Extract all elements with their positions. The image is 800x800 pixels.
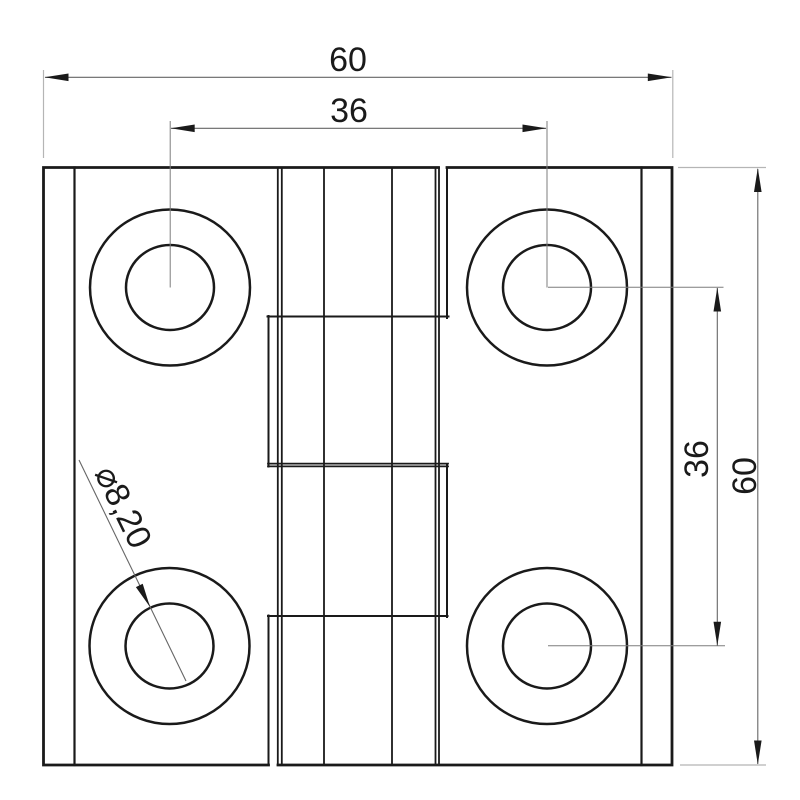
leader-arrowhead bbox=[135, 583, 150, 607]
arrowhead-bottom bbox=[713, 621, 722, 646]
arrowhead-bottom bbox=[754, 740, 762, 765]
dimension-value-width-total: 60 bbox=[329, 41, 367, 79]
arrowhead-left bbox=[170, 124, 195, 133]
arrowhead-left bbox=[44, 73, 69, 82]
arrowhead-top bbox=[754, 168, 762, 192]
leader-line bbox=[78, 459, 187, 682]
dimension-width-total: 60 bbox=[42, 41, 674, 158]
arrowhead-right bbox=[647, 73, 672, 82]
hole-diameter-callout: ⌀8,20 bbox=[78, 459, 187, 682]
dimension-value-width-hole-spacing: 36 bbox=[330, 92, 368, 130]
dimension-width-hole-spacing: 36 bbox=[169, 92, 548, 288]
hole-bottom-left-bore bbox=[124, 602, 215, 690]
hinge-body bbox=[42, 166, 674, 767]
arrowhead-top bbox=[713, 287, 722, 312]
arrowhead-right bbox=[522, 124, 547, 133]
dimension-height-hole-spacing: 36 bbox=[548, 286, 725, 647]
hole-bottom-left bbox=[88, 566, 251, 726]
dimension-value-height-total: 60 bbox=[726, 457, 764, 495]
hinge-outline bbox=[42, 166, 674, 767]
dimension-value-height-hole-spacing: 36 bbox=[678, 440, 716, 478]
hole-bottom-left-counterbore bbox=[88, 566, 251, 726]
dimension-height-total: 60 bbox=[678, 166, 766, 766]
hole-diameter-label: ⌀8,20 bbox=[87, 460, 159, 555]
